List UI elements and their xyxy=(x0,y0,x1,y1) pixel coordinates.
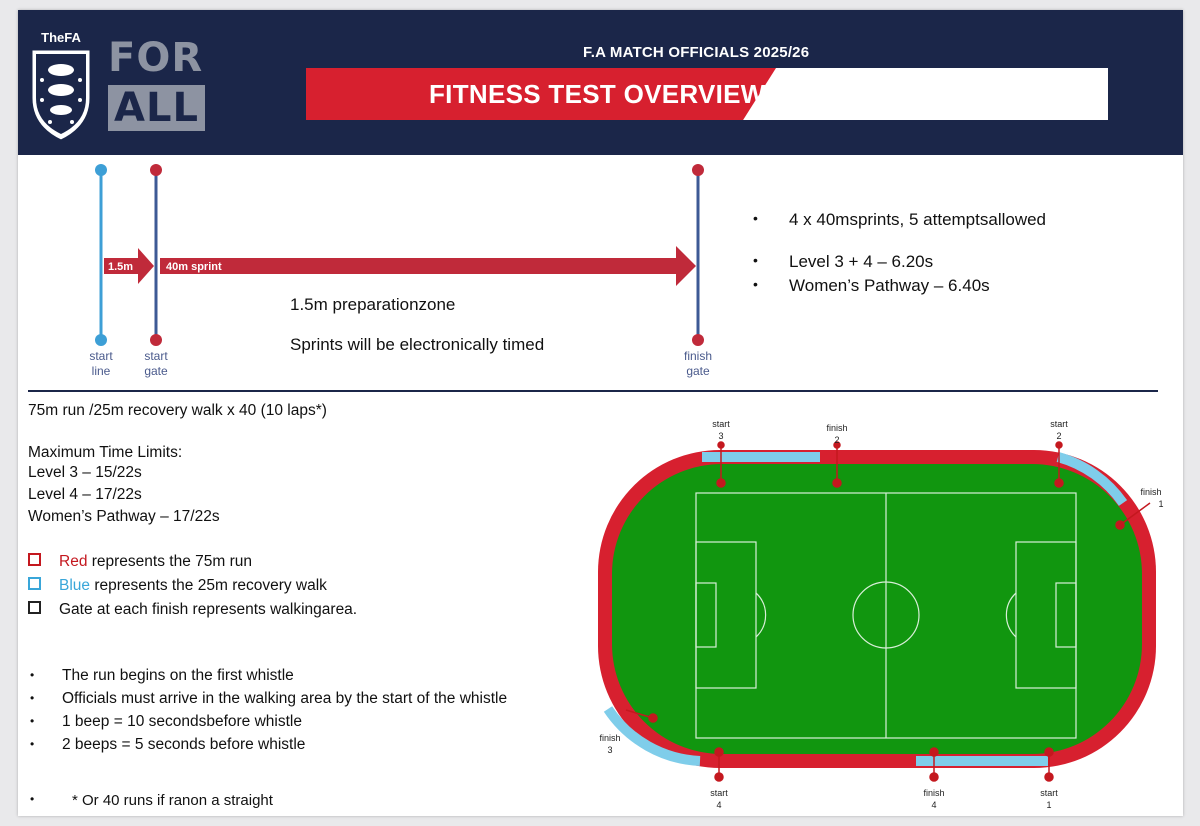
limits-heading: Maximum Time Limits: xyxy=(28,444,183,461)
track-diagram: start 3 finish 2 start 2 finish 1 finish… xyxy=(598,419,1164,810)
start-4-number: 4 xyxy=(716,800,721,810)
legend-red: Red represents the 75m run xyxy=(28,550,618,574)
for-all-logo: FOR ALL xyxy=(108,35,205,131)
title-bar: FITNESS TEST OVERVIEW xyxy=(306,68,1108,120)
start-line-marker: start line xyxy=(89,164,113,378)
sprint-arrow: 40m sprint xyxy=(160,246,696,286)
rule-item: 1 beep = 10 secondsbefore whistle xyxy=(28,710,618,733)
finish-4-label: finish xyxy=(923,788,944,798)
finish-2-number: 2 xyxy=(834,435,839,445)
header-subtitle: F.A MATCH OFFICIALS 2025/26 xyxy=(583,44,810,61)
prep-zone-arrow: 1.5m xyxy=(104,248,154,284)
track-ring xyxy=(598,450,1156,768)
sprint-requirement-item: Level 3 + 4 – 6.20s xyxy=(753,252,1046,272)
start-1-label: start xyxy=(1040,788,1058,798)
page-title: FITNESS TEST OVERVIEW xyxy=(429,79,766,109)
finish-1-number: 1 xyxy=(1158,499,1163,509)
finish-3-number: 3 xyxy=(607,745,612,755)
start-2-label: start xyxy=(1050,419,1068,429)
finish-1-label: finish xyxy=(1140,487,1161,497)
sprint-arrow-label: 40m sprint xyxy=(166,261,222,273)
start-gate-label-1: start xyxy=(144,349,168,363)
walk-segment-bottom-left xyxy=(603,706,701,766)
start-4-label: start xyxy=(710,788,728,798)
sprint-diagram: start line start gate finish gate 1.5m 4… xyxy=(89,164,712,378)
sprint-requirement-item: 4 x 40msprints, 5 attemptsallowed xyxy=(753,210,1046,230)
section-divider xyxy=(28,390,1158,392)
finish-gate-label-2: gate xyxy=(686,364,710,378)
fa-crest-logo: TheFA xyxy=(31,30,91,141)
colour-legend: Red represents the 75m run Blue represen… xyxy=(28,550,618,622)
legend-gate: Gate at each finish represents walkingar… xyxy=(28,598,618,622)
limit-item: Level 3 – 15/22s xyxy=(28,464,142,481)
run-walk-summary: 75m run /25m recovery walk x 40 (10 laps… xyxy=(28,402,327,419)
finish-gate-marker: finish gate xyxy=(684,164,712,378)
start-3-label: start xyxy=(712,419,730,429)
run-test-details: 75m run /25m recovery walk x 40 (10 laps… xyxy=(28,402,618,772)
sprint-requirements: 4 x 40msprints, 5 attemptsallowed Level … xyxy=(753,210,1046,296)
start-1-number: 1 xyxy=(1046,800,1051,810)
start-line-label-1: start xyxy=(89,349,113,363)
legend-red-text: represents the 75m run xyxy=(87,553,252,570)
legend-gate-text: Gate at each finish represents walkingar… xyxy=(59,601,358,618)
track-marker-labels: start 3 finish 2 start 2 finish 1 finish… xyxy=(599,419,1163,810)
start-2-number: 2 xyxy=(1056,431,1061,441)
start-line-label-2: line xyxy=(92,364,111,378)
timing-note: Sprints will be electronically timed xyxy=(290,335,545,354)
for-all-line2: ALL xyxy=(108,85,205,131)
prep-zone-text: 1.5m preparationzone xyxy=(290,295,456,314)
rule-item: The run begins on the first whistle xyxy=(28,664,618,687)
red-checkbox-icon xyxy=(28,553,41,566)
start-gate-marker: start gate xyxy=(144,164,168,378)
legend-blue-text: represents the 25m recovery walk xyxy=(90,577,327,594)
for-all-line1: FOR xyxy=(108,35,204,81)
run-rules: The run begins on the first whistle Offi… xyxy=(28,664,618,756)
footnote: * Or 40 runs if ranon a straight xyxy=(28,792,273,809)
finish-2-label: finish xyxy=(826,423,847,433)
legend-blue: Blue represents the 25m recovery walk xyxy=(28,574,618,598)
limit-item: Women’s Pathway – 17/22s xyxy=(28,508,220,525)
footnote-text: * Or 40 runs if ranon a straight xyxy=(72,792,273,809)
track-markers xyxy=(625,441,1151,782)
football-pitch xyxy=(695,492,1077,739)
legend-red-keyword: Red xyxy=(59,553,88,570)
start-gate-label-2: gate xyxy=(144,364,168,378)
rule-item: 2 beeps = 5 seconds before whistle xyxy=(28,733,618,756)
walk-segment-top-right xyxy=(1056,452,1128,506)
limit-item: Level 4 – 17/22s xyxy=(28,486,142,503)
fa-logo-text: TheFA xyxy=(41,30,81,45)
title-red-band xyxy=(306,68,776,120)
finish-4-number: 4 xyxy=(931,800,936,810)
legend-blue-keyword: Blue xyxy=(59,577,91,594)
start-3-number: 3 xyxy=(718,431,723,441)
header-banner: TheFA FOR ALL F.A MATCH OFFICIALS 2025/2… xyxy=(18,10,1183,155)
rule-item: Officials must arrive in the walking are… xyxy=(28,687,618,710)
sprint-requirement-item: Women’s Pathway – 6.40s xyxy=(753,276,1046,296)
prep-arrow-label: 1.5m xyxy=(108,261,133,273)
black-checkbox-icon xyxy=(28,601,41,614)
finish-3-label: finish xyxy=(599,733,620,743)
blue-checkbox-icon xyxy=(28,577,41,590)
fitness-test-sheet: TheFA FOR ALL F.A MATCH OFFICIALS 2025/2… xyxy=(18,10,1183,816)
finish-gate-label-1: finish xyxy=(684,349,712,363)
